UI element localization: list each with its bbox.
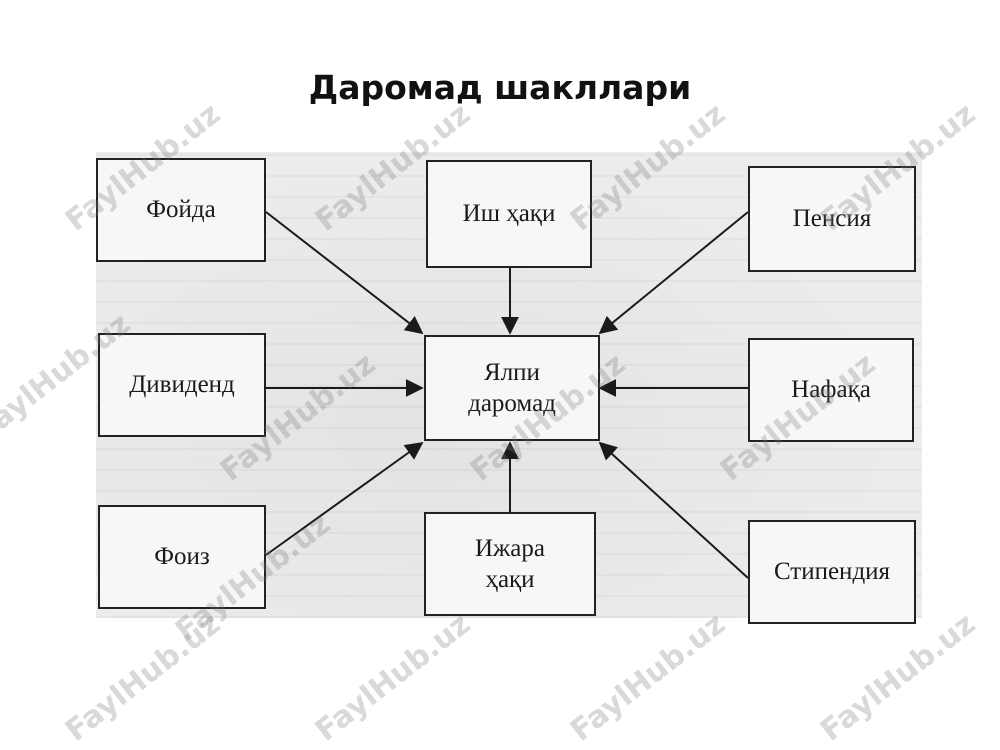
box-stipend-label: Стипендия (773, 558, 891, 586)
box-pension: Пенсия (748, 166, 916, 272)
box-gross-income-line2: даромад (468, 390, 556, 417)
box-rent-line2: ҳақи (485, 566, 535, 593)
box-wage-label: Иш ҳақи (462, 200, 556, 228)
box-profit-label: Фойда (146, 196, 216, 224)
box-profit: Фойда (96, 158, 266, 262)
arrow-profit (265, 211, 424, 335)
box-pension-label: Пенсия (792, 205, 872, 233)
box-interest: Фоиз (98, 505, 266, 609)
box-alimony: Нафақа (748, 338, 914, 442)
box-gross-income-line1: Ялпи (484, 358, 540, 386)
arrow-interest (265, 441, 424, 556)
box-dividend-label: Дивиденд (129, 371, 235, 399)
box-stipend: Стипендия (748, 520, 916, 624)
box-rent: Ижара ҳақи (424, 512, 596, 616)
slide-title: Даромад шакллари (308, 68, 692, 107)
arrow-stipend (598, 441, 749, 579)
box-wage: Иш ҳақи (426, 160, 592, 268)
box-alimony-label: Нафақа (791, 376, 871, 404)
box-gross-income: Ялпи даромад (424, 335, 600, 441)
box-interest-label: Фоиз (154, 543, 210, 571)
arrow-pension (598, 211, 749, 335)
box-dividend: Дивиденд (98, 333, 266, 437)
box-rent-line1: Ижара (474, 534, 546, 562)
